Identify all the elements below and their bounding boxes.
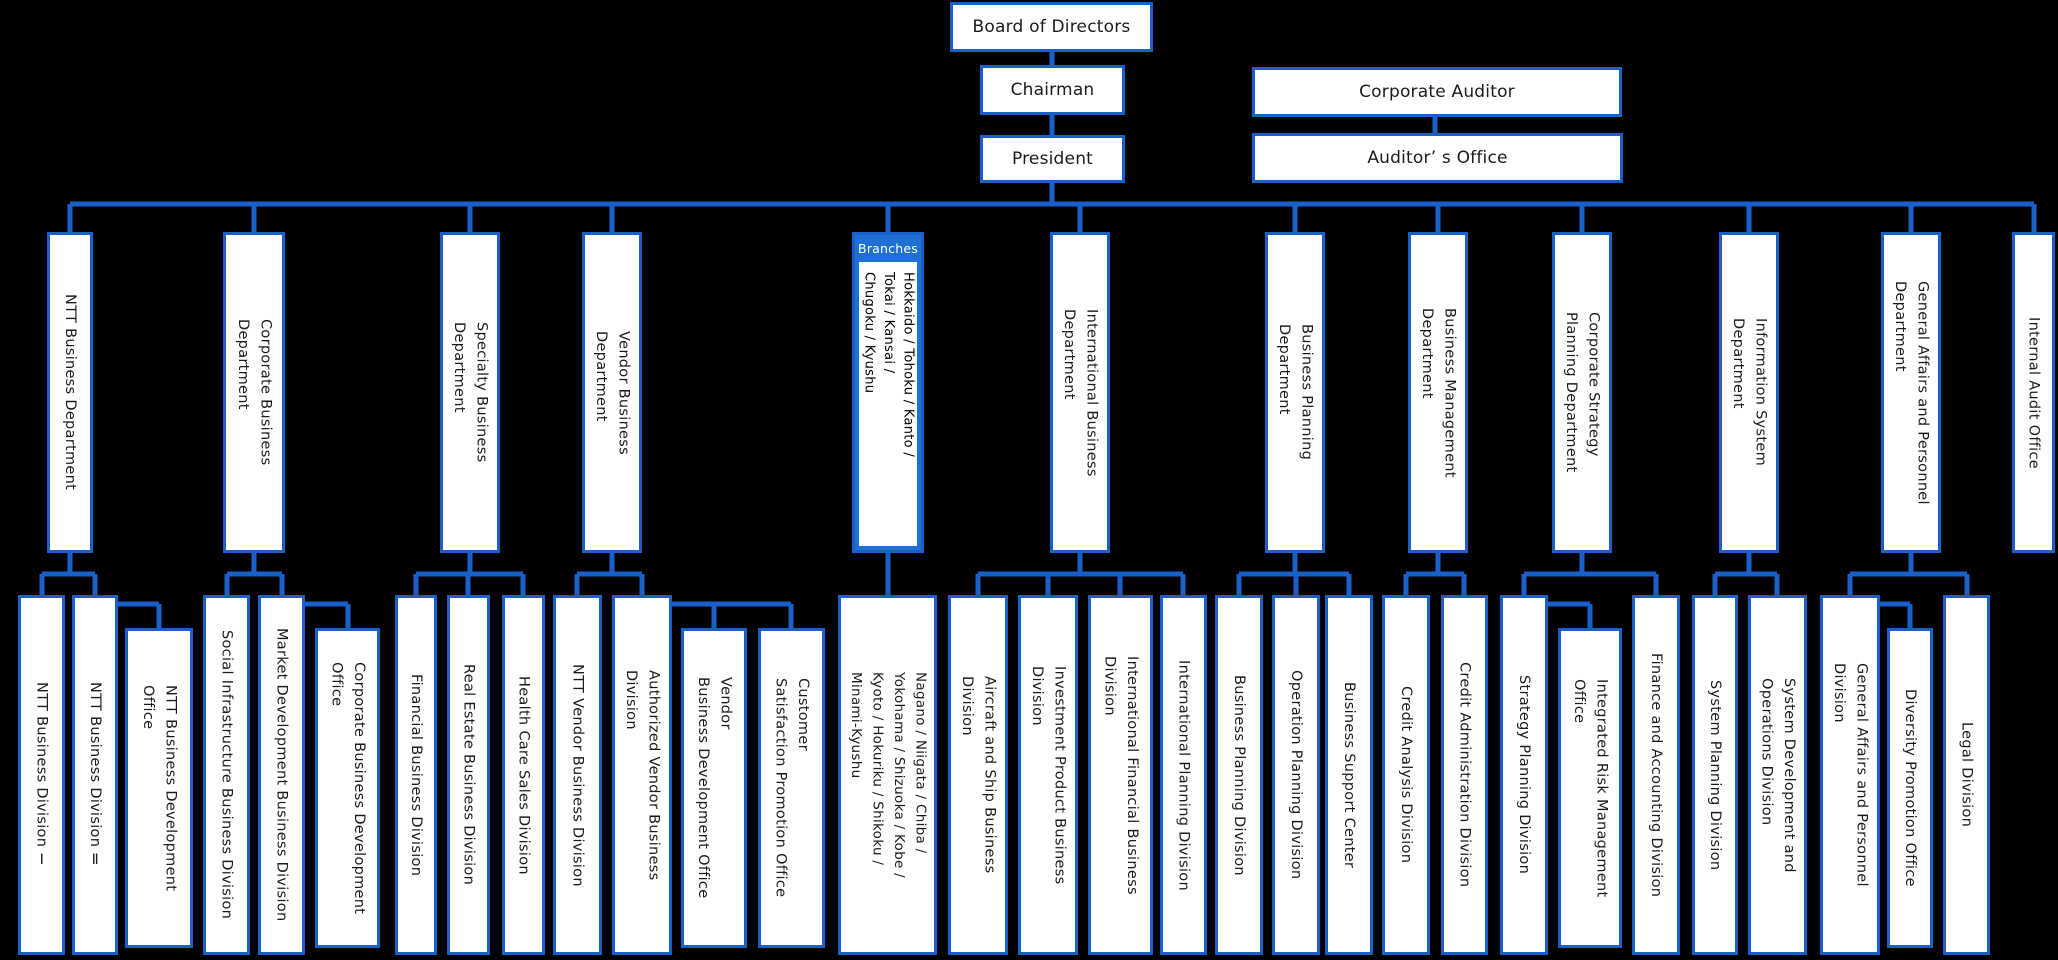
box-label: Corporate Strategy Planning Department [1563,312,1602,473]
box-label: Real Estate Business Division [460,664,477,886]
division-box-social-infrastructure-business-division: Social Infrastructure Business Division [203,595,250,955]
division-box-ntt-business-division: NTT Business Division Ⅱ [72,595,118,955]
department-box-corporate-business-department: Corporate Business Department [223,232,285,553]
division-box-vendor-business-development-office: Vendor Business Development Office [681,628,747,948]
box-label: International Business Department [1061,308,1100,477]
division-box-aircraft-and-ship-business-division: Aircraft and Ship Business Division [948,595,1008,955]
box-label: Nagano / Niigata / Chiba / Yokohama / Sh… [847,671,929,878]
division-box-nagano-niigata-chiba-yokohama-shizuoka-kob: Nagano / Niigata / Chiba / Yokohama / Sh… [838,595,937,955]
box-label: NTT Business Division Ⅰ [33,681,50,869]
division-box-authorized-vendor-business-division: Authorized Vendor Business Division [612,595,672,955]
box-label: Auditor’ s Office [1367,148,1508,168]
division-box-diversity-promotion-office: Diversity Promotion Office [1887,628,1933,948]
box-label: Business Planning Department [1276,324,1315,461]
division-box-finance-and-accounting-division: Finance and Accounting Division [1632,595,1680,955]
division-box-health-care-sales-division: Health Care Sales Division [502,595,545,955]
box-label: Credit Analysis Division [1398,686,1415,864]
box-label: International Planning Division [1175,659,1192,891]
box-label: International Financial Business Divisio… [1101,655,1140,895]
branches-body-label: Hokkaido / Tohoku / Kanto / Tokai / Kans… [861,272,916,458]
box-label: Business Management Department [1419,307,1458,478]
box-label: Corporate Business Department [235,319,274,466]
branches-body: Hokkaido / Tohoku / Kanto / Tokai / Kans… [859,262,917,546]
department-box-business-planning-department: Business Planning Department [1265,232,1325,553]
division-box-legal-division: Legal Division [1943,595,1990,955]
branches-header: Branches [858,240,918,256]
box-label: Specialty Business Department [451,322,490,463]
box-label: Vendor Business Development Office [695,677,734,899]
division-box-ntt-business-development-office: NTT Business Development Office [125,628,193,948]
box-label: Business Planning Division [1231,674,1248,876]
department-box-corporate-strategy-planning-department: Corporate Strategy Planning Department [1552,232,1612,553]
division-box-general-affairs-and-personnel-division: General Affairs and Personnel Division [1820,595,1880,955]
division-box-market-development-business-division: Market Development Business Division [258,595,305,955]
box-label: Market Development Business Division [273,628,290,922]
department-box-vendor-business-department: Vendor Business Department [582,232,642,553]
box-label: NTT Business Department [62,294,79,491]
box-label: Information System Department [1730,318,1769,467]
box-label: Integrated Risk Management Office [1571,678,1610,898]
box-label: Business Support Center [1341,681,1358,869]
box-label: Social Infrastructure Business Division [218,630,235,920]
corporate-auditor-box: Corporate Auditor [1252,67,1622,117]
box-label: System Planning Division [1707,679,1724,871]
box-label: Authorized Vendor Business Division [623,669,662,881]
division-box-credit-analysis-division: Credit Analysis Division [1382,595,1430,955]
box-label: Aircraft and Ship Business Division [959,676,998,874]
auditors-office-box: Auditor’ s Office [1252,133,1623,183]
box-label: President [1011,149,1094,169]
box-label: NTT Business Development Office [140,684,179,892]
division-box-financial-business-division: Financial Business Division [395,595,437,955]
box-label: Strategy Planning Division [1516,675,1533,875]
division-box-international-financial-business-division: International Financial Business Divisio… [1088,595,1153,955]
department-box-information-system-department: Information System Department [1719,232,1779,553]
box-label: Corporate Auditor [1359,82,1515,102]
division-box-ntt-vendor-business-division: NTT Vendor Business Division [553,595,602,955]
box-label: Credit Administration Division [1456,662,1473,888]
box-label: Corporate Business Development Office [328,661,367,915]
division-box-international-planning-division: International Planning Division [1160,595,1207,955]
board-of-directors-box: Board of Directors [950,2,1153,52]
department-box-business-management-department: Business Management Department [1408,232,1468,553]
box-label: NTT Business Division Ⅱ [87,681,104,869]
division-box-business-support-center: Business Support Center [1325,595,1373,955]
department-box-internal-audit-office: Internal Audit Office [2012,232,2055,553]
box-label: Customer Satisfaction Promotion Office [772,678,811,898]
box-label: Chairman [1010,80,1095,100]
chairman-box: Chairman [980,65,1125,115]
box-label: Financial Business Division [408,673,425,877]
division-box-investment-product-business-division: Investment Product Business Division [1018,595,1078,955]
box-label: General Affairs and Personnel Department [1892,280,1931,505]
box-label: Diversity Promotion Office [1902,689,1919,887]
box-label: Legal Division [1958,722,1975,828]
box-label: General Affairs and Personnel Division [1831,663,1870,887]
box-label: Health Care Sales Division [515,675,532,875]
division-box-business-planning-division: Business Planning Division [1215,595,1263,955]
division-box-credit-administration-division: Credit Administration Division [1441,595,1488,955]
box-label: Finance and Accounting Division [1648,652,1665,898]
division-box-strategy-planning-division: Strategy Planning Division [1500,595,1548,955]
department-box-ntt-business-department: NTT Business Department [47,232,93,553]
division-box-system-development-and-operations-division: System Development and Operations Divisi… [1748,595,1807,955]
division-box-real-estate-business-division: Real Estate Business Division [447,595,490,955]
box-label: Operation Planning Division [1288,670,1305,880]
division-box-customer-satisfaction-promotion-office: Customer Satisfaction Promotion Office [758,628,825,948]
division-box-ntt-business-division: NTT Business Division Ⅰ [18,595,65,955]
box-label: Vendor Business Department [593,330,632,455]
division-box-integrated-risk-management-office: Integrated Risk Management Office [1558,628,1622,948]
box-label: Investment Product Business Division [1029,665,1068,885]
box-label: Internal Audit Office [2025,316,2042,469]
department-box-general-affairs-and-personnel-department: General Affairs and Personnel Department [1881,232,1941,553]
president-box: President [980,135,1125,183]
box-label: NTT Vendor Business Division [569,663,586,887]
division-box-system-planning-division: System Planning Division [1692,595,1738,955]
department-box-specialty-business-department: Specialty Business Department [440,232,500,553]
box-label: Board of Directors [972,17,1131,37]
division-box-operation-planning-division: Operation Planning Division [1272,595,1320,955]
box-label: System Development and Operations Divisi… [1758,677,1797,873]
department-box-international-business-department: International Business Department [1050,232,1110,553]
division-box-corporate-business-development-office: Corporate Business Development Office [315,628,380,948]
